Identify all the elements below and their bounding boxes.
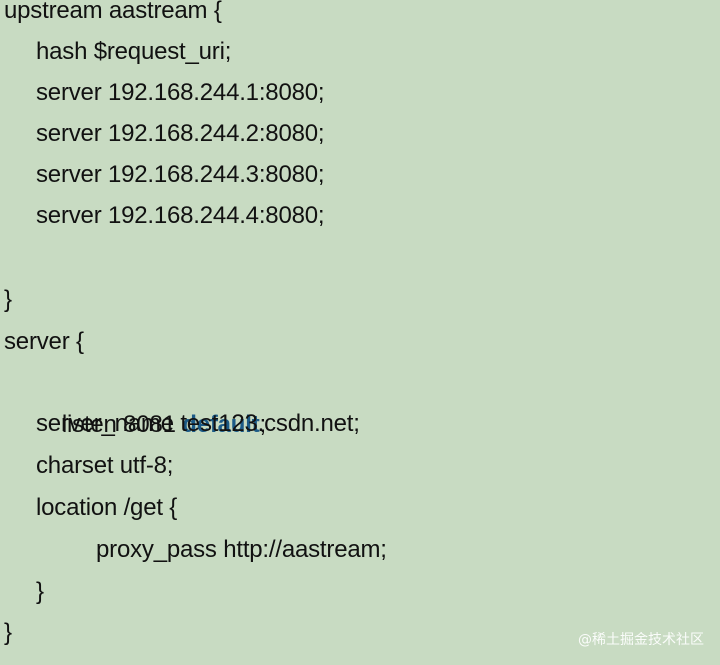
code-line-server-3: server 192.168.244.3:8080;	[0, 154, 325, 196]
code-line-proxy-pass: proxy_pass http://aastream;	[0, 529, 387, 571]
code-line-close-location: }	[0, 571, 44, 613]
code-text: }	[36, 578, 44, 605]
code-text: hash $request_uri;	[36, 38, 232, 65]
code-text: server 192.168.244.2:8080;	[36, 120, 325, 147]
code-text: server 192.168.244.1:8080;	[36, 79, 325, 106]
keyword-default: default	[182, 411, 260, 438]
code-line-upstream: upstream aastream {	[0, 0, 222, 32]
code-text: server 192.168.244.4:8080;	[36, 202, 325, 229]
code-text: charset utf-8;	[36, 452, 174, 479]
code-line-server-block: server {	[0, 321, 84, 363]
code-text: ;	[259, 411, 267, 438]
code-line-server-1: server 192.168.244.1:8080;	[0, 72, 325, 114]
code-line-charset: charset utf-8;	[0, 445, 173, 487]
code-text: }	[4, 286, 12, 313]
code-text: server {	[4, 328, 84, 355]
code-text: location /get {	[36, 494, 178, 521]
code-text: listen 8081	[61, 411, 183, 438]
code-text: server_name test123.csdn.net;	[36, 410, 360, 437]
code-text: server 192.168.244.3:8080;	[36, 161, 325, 188]
code-text: upstream aastream {	[4, 0, 222, 24]
watermark: @稀土掘金技术社区	[578, 632, 704, 648]
code-line-close-upstream: }	[0, 279, 12, 321]
code-text: proxy_pass http://aastream;	[96, 536, 387, 563]
code-line-close-server: }	[0, 612, 12, 654]
code-line-server-name: server_name test123.csdn.net;	[0, 403, 360, 445]
code-line-server-2: server 192.168.244.2:8080;	[0, 113, 325, 155]
code-line-location: location /get {	[0, 487, 177, 529]
code-line-listen: listen 8081 default;	[0, 362, 266, 438]
code-line-empty	[0, 237, 4, 279]
code-line-hash: hash $request_uri;	[0, 31, 231, 73]
code-text: }	[4, 619, 12, 646]
code-line-server-4: server 192.168.244.4:8080;	[0, 195, 325, 237]
